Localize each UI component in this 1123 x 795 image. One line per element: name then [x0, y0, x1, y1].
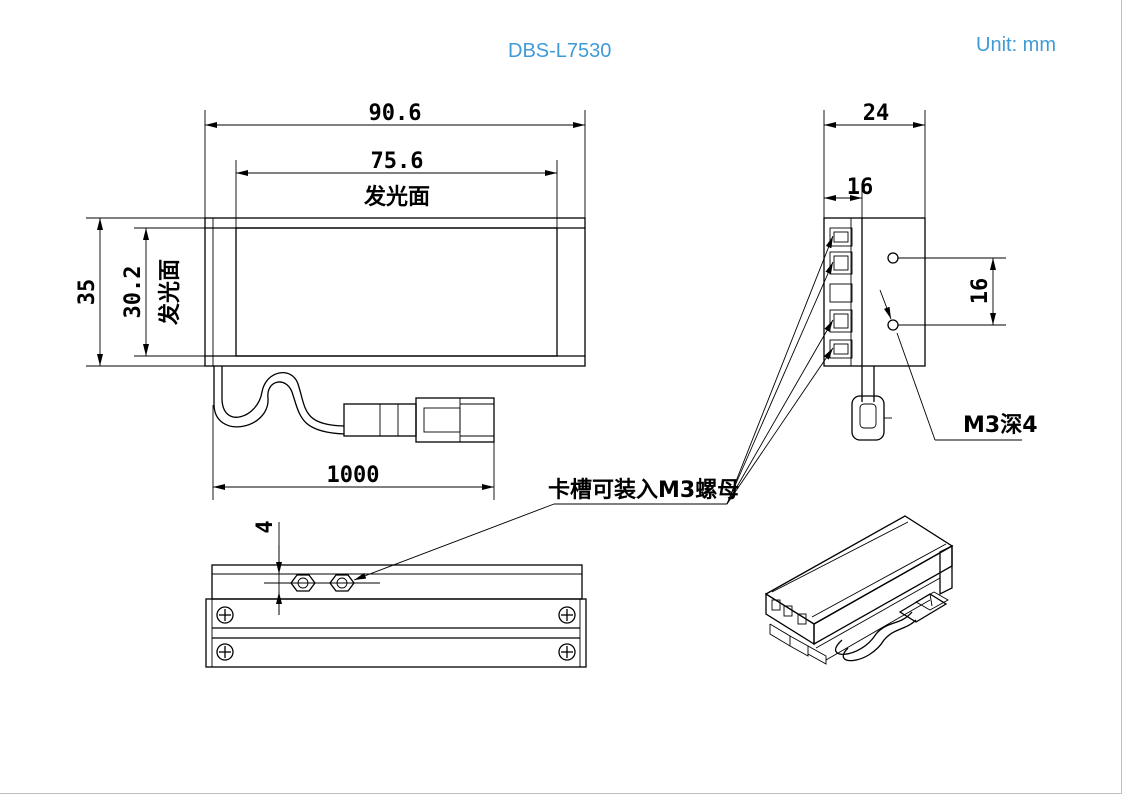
- front-emitting-area: [235, 227, 558, 357]
- screw-icon: [558, 606, 576, 624]
- model-title: DBS-L7530: [508, 40, 612, 62]
- side-connector: [851, 395, 885, 441]
- front-view: 90.6 75.6 发光面 35 30.2 发光面 1000: [75, 101, 586, 500]
- slot-callout: 卡槽可装入M3螺母: [353, 235, 834, 581]
- iso-cable: [834, 611, 913, 655]
- side-view: 24 16 16 M3深4: [823, 101, 1038, 441]
- dim-hole-spacing: 16: [968, 278, 993, 305]
- mount-hole-bottom: [887, 319, 899, 331]
- front-body-outline: [204, 217, 586, 367]
- front-cable: [221, 366, 345, 427]
- dim-cable-length: 1000: [327, 463, 380, 488]
- dim-slot-offset: 4: [253, 520, 278, 533]
- screw-icon: [558, 643, 576, 661]
- side-slots: [829, 227, 853, 359]
- screw-icon: [216, 643, 234, 661]
- dim-overall-depth: 24: [863, 101, 890, 126]
- dim-overall-width: 90.6: [369, 101, 422, 126]
- unit-label: Unit: mm: [976, 34, 1056, 56]
- bottom-view: 4: [205, 520, 587, 668]
- slot-note-label: 卡槽可装入M3螺母: [548, 478, 739, 503]
- dim-emitting-height: 30.2: [121, 266, 146, 319]
- dim-emitting-width: 75.6: [371, 149, 424, 174]
- bottom-top-rail: [211, 564, 583, 600]
- hole-spec-label: M3深4: [963, 413, 1038, 438]
- iso-top-face: [764, 515, 954, 625]
- dim-slot-depth: 16: [847, 175, 874, 200]
- isometric-view: [764, 515, 954, 665]
- bottom-body: [205, 598, 587, 668]
- emitting-height-label: 发光面: [157, 259, 183, 326]
- emitting-face-label: 发光面: [363, 184, 430, 210]
- dim-overall-height: 35: [75, 279, 100, 306]
- mount-hole-top: [887, 252, 899, 264]
- screw-icon: [216, 606, 234, 624]
